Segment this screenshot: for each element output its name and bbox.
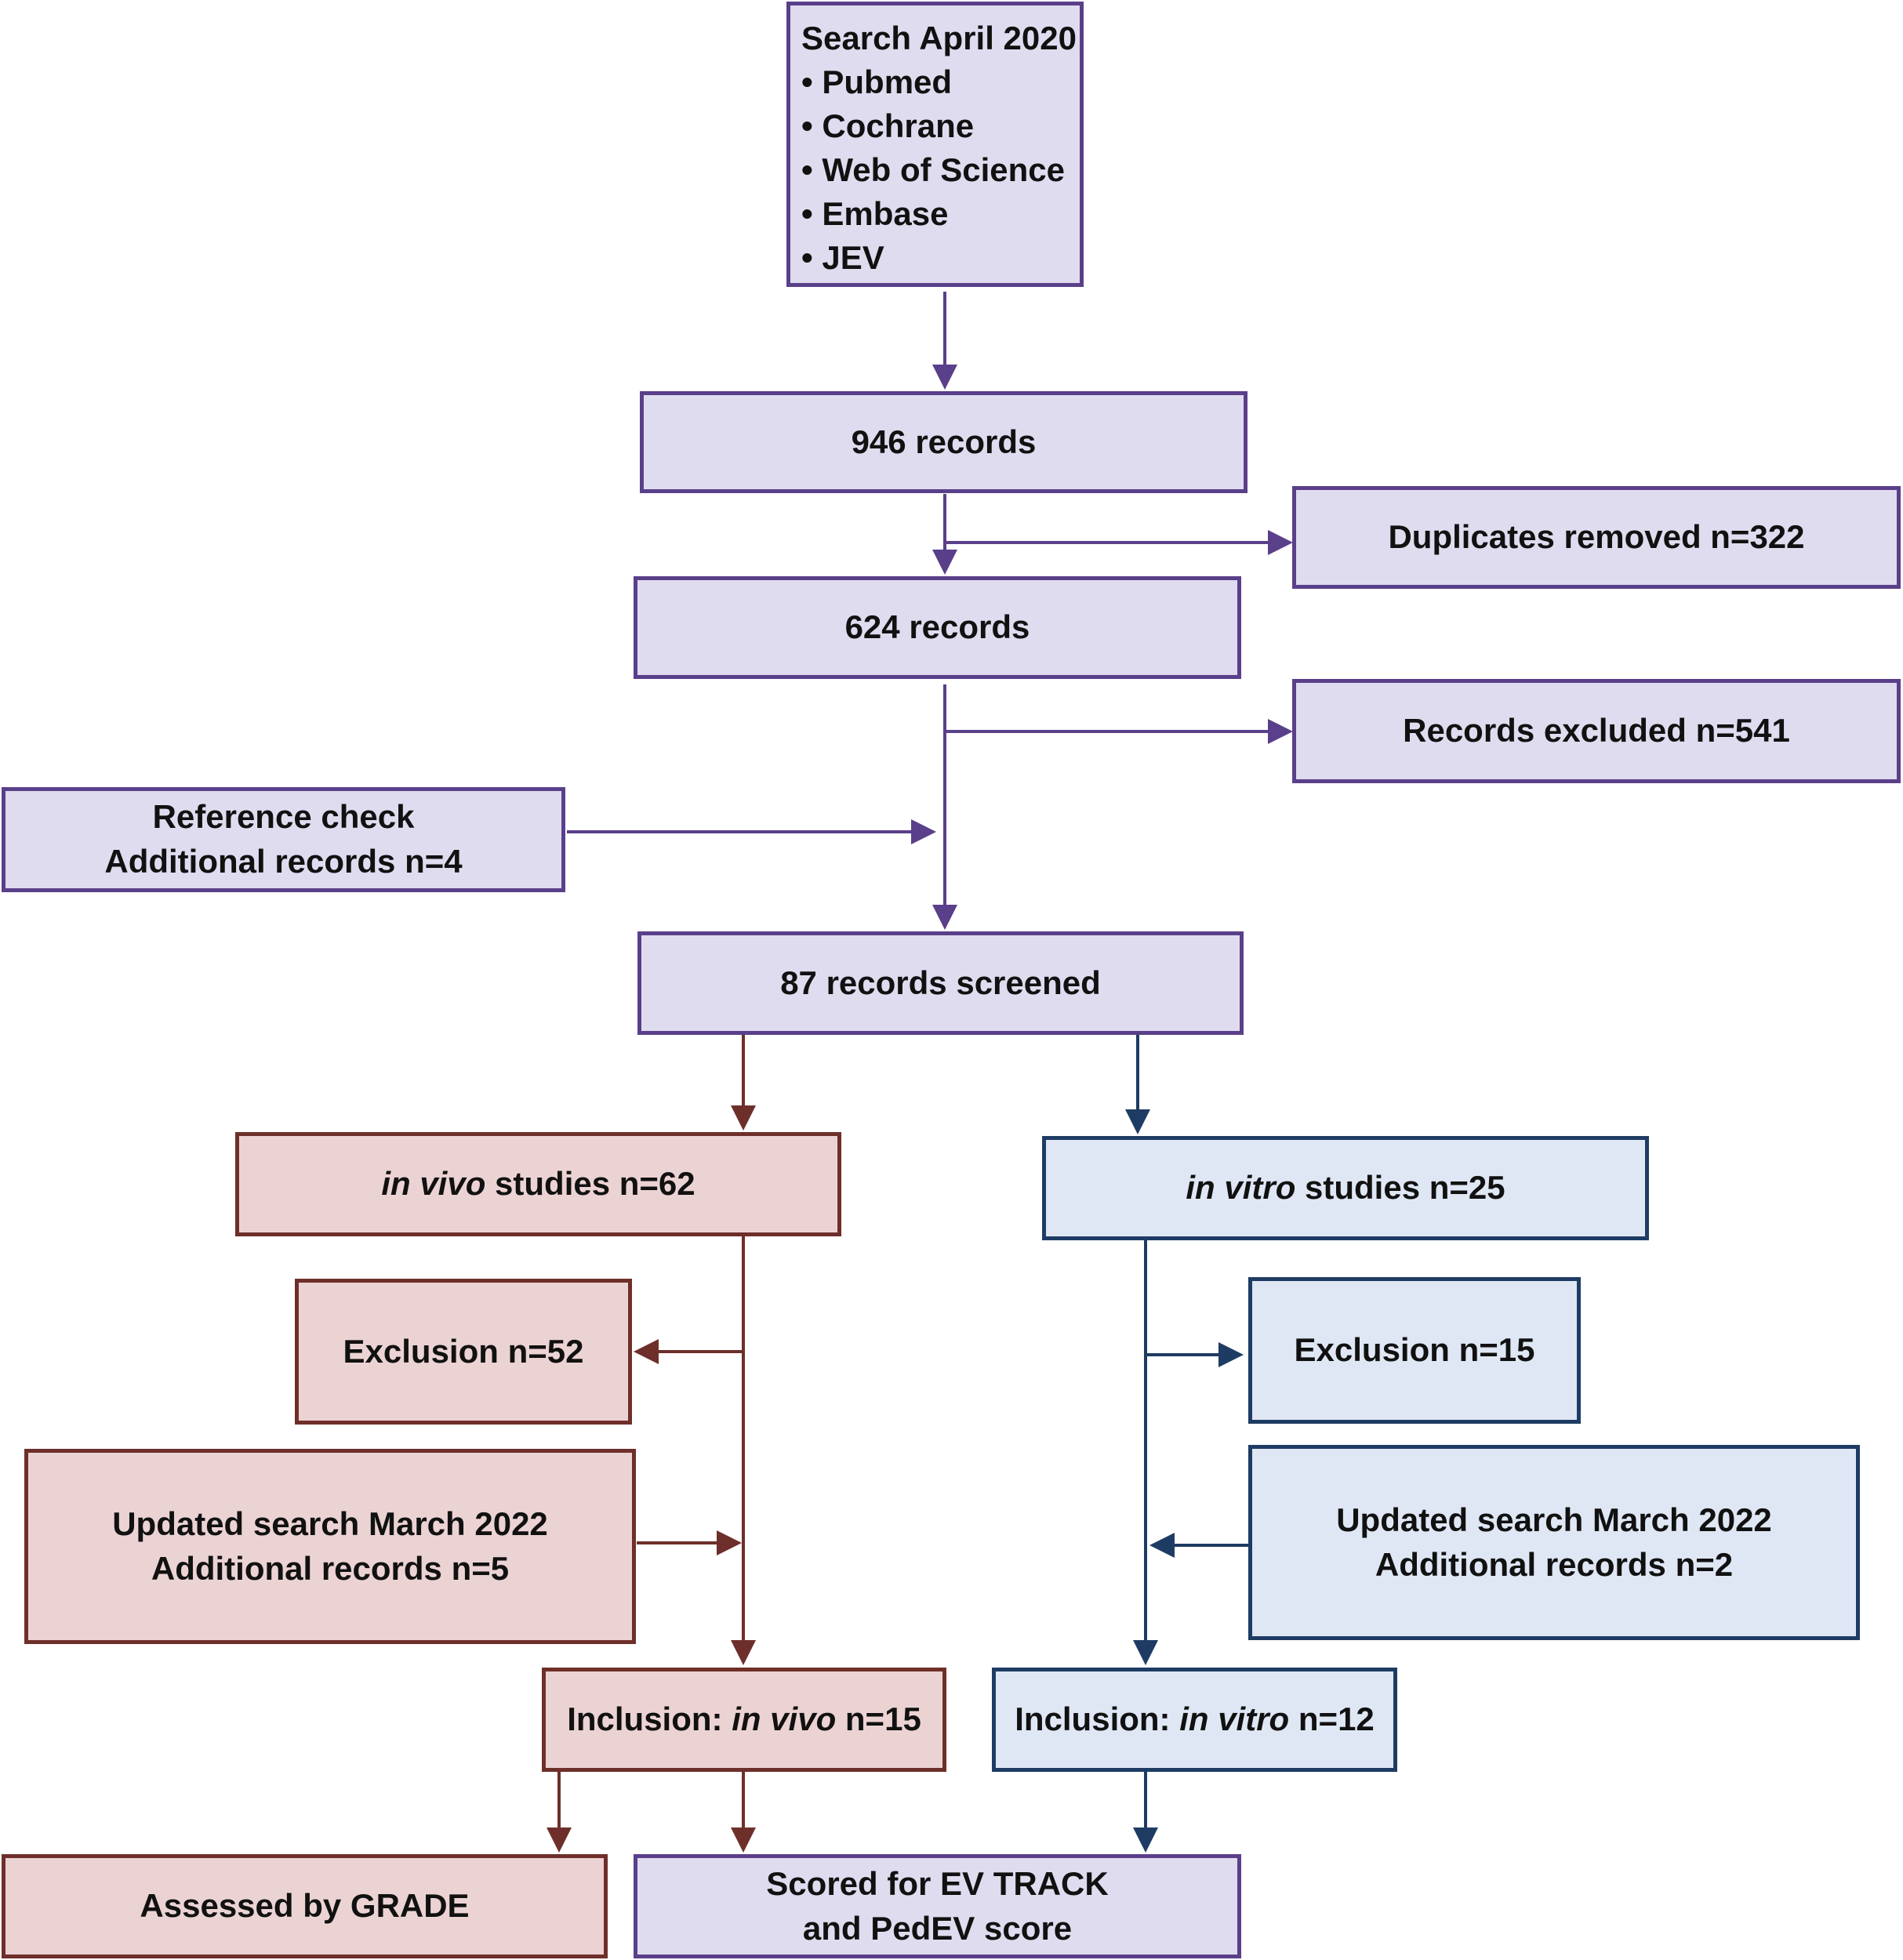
duplicates-removed-box: Duplicates removed n=322 xyxy=(1292,486,1901,589)
in-vivo-studies-label: in vivo studies n=62 xyxy=(381,1165,695,1203)
in-vitro-studies-label: in vitro studies n=25 xyxy=(1186,1169,1505,1207)
scored-pedev-label: and PedEV score xyxy=(802,1909,1073,1947)
database-item: • Cochrane xyxy=(801,107,975,144)
in-vitro-exclusion-box: Exclusion n=15 xyxy=(1248,1277,1581,1424)
in-vivo-studies-box: in vivo studies n=62 xyxy=(235,1132,841,1236)
records-excluded-box: Records excluded n=541 xyxy=(1292,679,1901,783)
search-title: Search April 2020 xyxy=(801,20,1077,56)
records-screened-box: 87 records screened xyxy=(637,931,1244,1035)
records-946-label: 946 records xyxy=(851,423,1037,460)
records-624-label: 624 records xyxy=(844,608,1030,646)
records-screened-label: 87 records screened xyxy=(780,964,1101,1001)
duplicates-removed-label: Duplicates removed n=322 xyxy=(1388,518,1805,556)
in-vivo-additional-records: Additional records n=5 xyxy=(151,1549,510,1587)
database-item: • JEV xyxy=(801,239,884,276)
in-vivo-inclusion-label: Inclusion: in vivo n=15 xyxy=(567,1700,921,1738)
scored-ev-track-box: Scored for EV TRACK and PedEV score xyxy=(634,1854,1241,1958)
records-excluded-label: Records excluded n=541 xyxy=(1403,712,1790,750)
in-vitro-exclusion-label: Exclusion n=15 xyxy=(1294,1331,1535,1369)
database-list: • Pubmed • Cochrane • Web of Science • E… xyxy=(801,60,1065,280)
scored-ev-track-label: Scored for EV TRACK xyxy=(766,1864,1109,1902)
reference-check-box: Reference check Additional records n=4 xyxy=(2,787,565,892)
in-vitro-inclusion-box: Inclusion: in vitro n=12 xyxy=(992,1668,1397,1772)
in-vivo-inclusion-box: Inclusion: in vivo n=15 xyxy=(542,1668,946,1772)
search-box: Search April 2020 • Pubmed • Cochrane • … xyxy=(786,2,1084,287)
records-946-box: 946 records xyxy=(640,391,1247,493)
grade-assessment-label: Assessed by GRADE xyxy=(140,1887,470,1925)
records-624-box: 624 records xyxy=(634,576,1241,679)
database-item: • Embase xyxy=(801,195,949,232)
in-vivo-exclusion-box: Exclusion n=52 xyxy=(295,1279,632,1425)
in-vitro-additional-records: Additional records n=2 xyxy=(1375,1545,1734,1583)
in-vivo-updated-search-label: Updated search March 2022 xyxy=(112,1504,548,1542)
in-vivo-updated-search-box: Updated search March 2022 Additional rec… xyxy=(24,1449,636,1644)
in-vitro-inclusion-label: Inclusion: in vitro n=12 xyxy=(1015,1700,1375,1738)
database-item: • Web of Science xyxy=(801,151,1066,188)
in-vitro-updated-search-label: Updated search March 2022 xyxy=(1336,1501,1772,1538)
in-vivo-exclusion-label: Exclusion n=52 xyxy=(343,1332,584,1370)
database-item: • Pubmed xyxy=(801,64,953,100)
in-vitro-updated-search-box: Updated search March 2022 Additional rec… xyxy=(1248,1445,1860,1640)
reference-check-count: Additional records n=4 xyxy=(104,843,463,880)
grade-assessment-box: Assessed by GRADE xyxy=(2,1854,608,1958)
in-vitro-studies-box: in vitro studies n=25 xyxy=(1042,1136,1649,1240)
reference-check-label: Reference check xyxy=(152,798,415,836)
